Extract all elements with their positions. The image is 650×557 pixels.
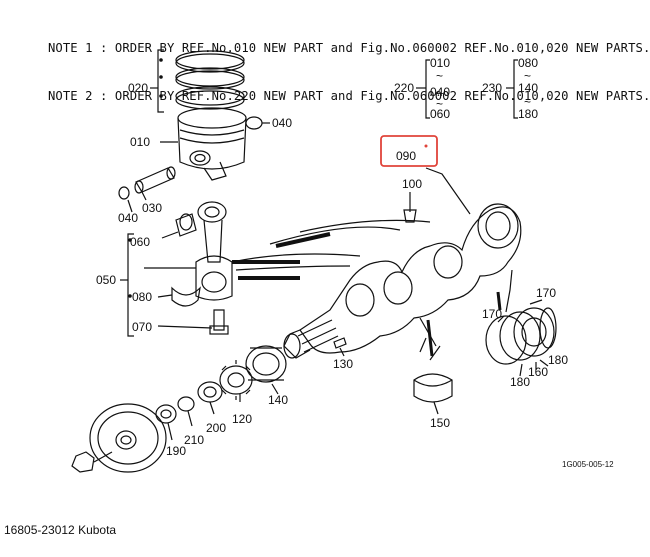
range-220-end: 060 (430, 107, 450, 121)
part-label-050: 050 (96, 273, 116, 287)
note-2: NOTE 2 : ORDER BY REF.No.220 NEW PART an… (48, 89, 650, 103)
highlight-dot (424, 144, 428, 148)
part-label-010: 010 (130, 135, 150, 149)
part-label-060: 060 (130, 235, 150, 249)
range-230-tilde-1: ~ (524, 69, 531, 83)
part-label-180-right: 180 (548, 353, 568, 367)
part-label-220: 220 (394, 81, 414, 95)
crank-pulley-drawing (89, 403, 167, 473)
piston-drawing (177, 107, 247, 181)
part-label-230: 230 (482, 81, 502, 95)
thrust-bearing-set-drawing (485, 307, 557, 365)
part-label-030: 030 (142, 201, 162, 215)
part-label-130: 130 (333, 357, 353, 371)
range-220-start: 010 (430, 56, 450, 70)
figure-code: 1G005-005-12 (562, 460, 614, 469)
range-230-mid: 140 (518, 81, 538, 95)
part-label-150: 150 (430, 416, 450, 430)
main-bearing-drawing (413, 373, 453, 403)
part-label-200: 200 (206, 421, 226, 435)
part-label-100: 100 (402, 177, 422, 191)
crankshaft-drawing (283, 203, 522, 359)
range-220-tilde-2: ~ (436, 97, 443, 111)
part-label-140: 140 (268, 393, 288, 407)
part-label-120: 120 (232, 412, 252, 426)
part-label-040-right: 040 (272, 116, 292, 130)
highlight-box (380, 135, 438, 167)
part-label-170-left: 170 (482, 307, 502, 321)
part-label-090: 090 (396, 149, 416, 163)
piston-rings-drawing (175, 50, 245, 110)
part-label-020: 020 (128, 81, 148, 95)
part-label-040-left: 040 (118, 211, 138, 225)
part-label-210: 210 (184, 433, 204, 447)
connecting-rod-drawing (195, 201, 233, 301)
part-label-160: 160 (528, 365, 548, 379)
range-220-mid: 040 (430, 85, 450, 99)
range-230-end: 180 (518, 107, 538, 121)
piston-pin-drawing (134, 166, 176, 194)
notes-block: NOTE 1 : ORDER BY REF.No.010 NEW PART an… (48, 8, 650, 120)
range-230-tilde-2: ~ (524, 95, 531, 109)
part-label-170-top: 170 (536, 286, 556, 300)
note-1: NOTE 1 : ORDER BY REF.No.010 NEW PART an… (48, 41, 650, 55)
range-220-tilde-1: ~ (436, 69, 443, 83)
part-label-070: 070 (132, 320, 152, 334)
part-label-180-bottom: 180 (510, 375, 530, 389)
part-label-080: 080 (132, 290, 152, 304)
part-label-190: 190 (166, 444, 186, 458)
caption: 16805-23012 Kubota (4, 523, 117, 537)
range-230-start: 080 (518, 56, 538, 70)
